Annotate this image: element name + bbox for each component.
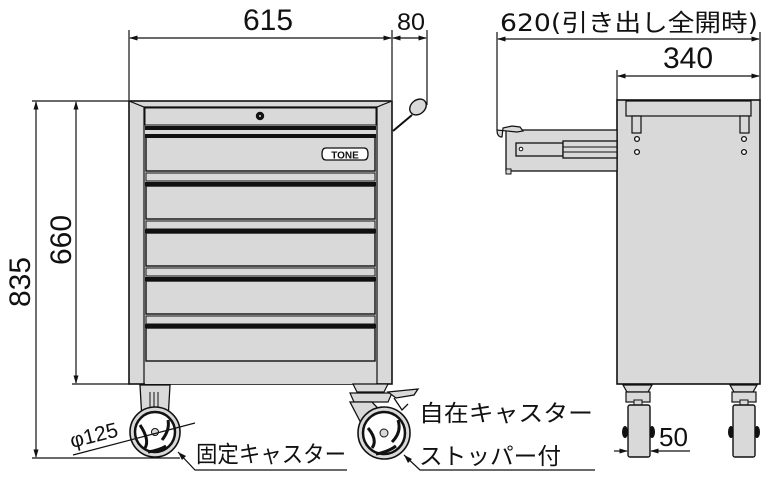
side-body: [616, 99, 761, 385]
swivel-caster-label-line1: 自在キャスター: [419, 401, 593, 427]
depth-label: 340: [663, 42, 713, 75]
side-caster-right: [728, 384, 760, 458]
front-view: TONE φ125 固定キャスター: [4, 4, 595, 471]
width-label: 615: [243, 4, 293, 37]
drawer-stack: [145, 126, 376, 384]
open-depth-label: 620(引き出し全開時): [500, 9, 758, 37]
brand-badge-text: TONE: [331, 151, 359, 162]
total-height-label: 835: [4, 257, 37, 307]
wheel-diameter-label: φ125: [68, 419, 121, 453]
drawer-2: [145, 185, 376, 220]
drawer-5: [145, 327, 376, 362]
drawer-4: [145, 280, 376, 315]
drawer-3: [145, 232, 376, 267]
fixed-caster: [129, 384, 181, 458]
side-view: 50 620(引き出し全開時) 340: [496, 9, 761, 458]
swivel-caster-with-stopper: [348, 383, 420, 460]
tone-logo-badge: TONE: [321, 147, 369, 162]
swivel-caster-label-line2: ストッパー付: [419, 444, 561, 470]
caster-width-label: 50: [659, 422, 688, 452]
side-handle-knob: [409, 98, 427, 116]
side-caster-left: [621, 384, 655, 458]
extended-drawer: [496, 125, 618, 175]
side-handle-arm: [392, 114, 413, 132]
fixed-caster-label: 固定キャスター: [196, 442, 346, 468]
body-height-label: 660: [45, 215, 78, 265]
handle-offset-label: 80: [397, 9, 425, 36]
